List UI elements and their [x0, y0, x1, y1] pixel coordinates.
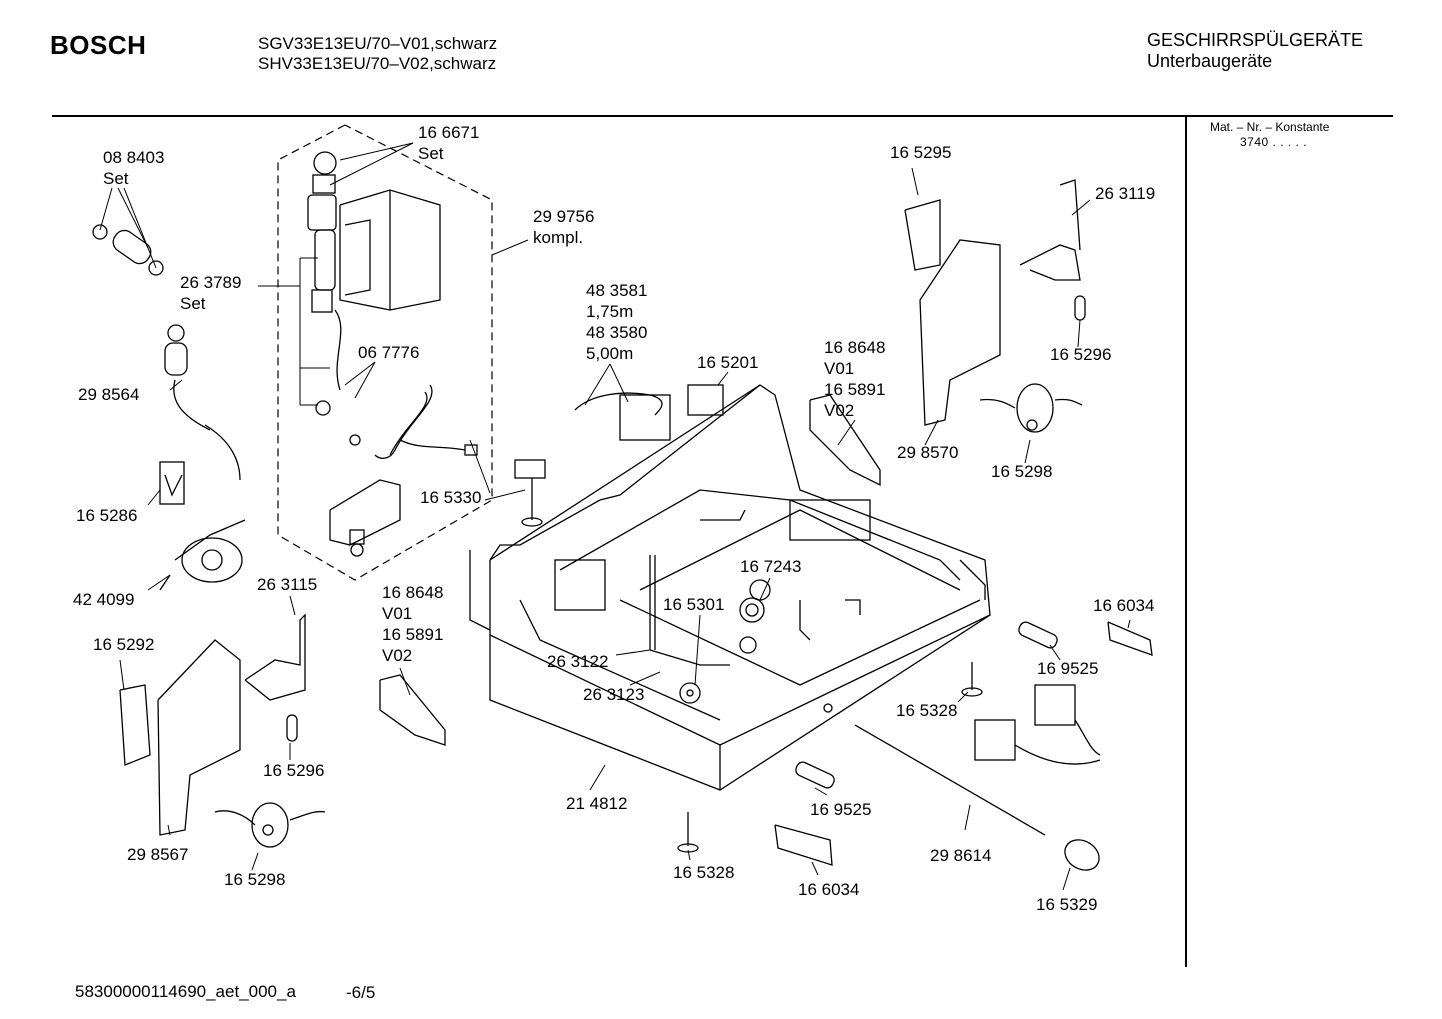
part-label: 16 5295 — [890, 143, 952, 162]
base-housing — [469, 384, 991, 791]
part-label: 16 5296 — [1050, 345, 1112, 364]
part-label: 16 5328 — [673, 863, 735, 882]
part-label: 16 6034 — [798, 880, 860, 899]
part-label: 16 5301 — [663, 595, 725, 614]
part-label: 26 3115 — [257, 575, 318, 594]
part-label: 29 8564 — [78, 385, 140, 404]
kit-outline — [277, 124, 493, 581]
part-label: 26 3119 — [1095, 184, 1156, 203]
part-label: 16 5286 — [76, 506, 138, 525]
part-label: 42 4099 — [73, 590, 135, 609]
model-line-2: SHV33E13EU/70–V02,schwarz — [258, 54, 497, 73]
side-panel-divider — [1185, 117, 1187, 967]
model-line-1: SGV33E13EU/70–V01,schwarz — [258, 34, 498, 53]
part-label: 16 5330 — [420, 488, 482, 507]
part-label: 16 9525 — [1037, 659, 1099, 678]
footer-doc-id: 58300000114690_aet_000_a — [75, 982, 296, 1001]
part-label: 29 8570 — [897, 443, 959, 462]
part-label: 21 4812 — [566, 794, 628, 813]
part-label: 16 5328 — [896, 701, 958, 720]
part-label: 29 8614 — [930, 846, 992, 865]
footer-page: -6/5 — [346, 983, 376, 1002]
side-panel-value: 3740 . . . . . — [1240, 135, 1308, 149]
part-label: 16 5329 — [1036, 895, 1098, 914]
part-label: 16 7243 — [740, 557, 802, 576]
category-subtitle: Unterbaugeräte — [1147, 51, 1273, 71]
part-label: 16 5201 — [697, 353, 759, 372]
part-label: 16 9525 — [810, 800, 872, 819]
right-parts — [379, 179, 1086, 746]
bottom-right-parts — [677, 621, 1153, 871]
part-label: 06 7776 — [358, 343, 420, 362]
part-label: 16 5292 — [93, 635, 155, 654]
part-label: 16 5298 — [991, 462, 1053, 481]
brand-logo: BOSCH — [50, 30, 147, 60]
part-label: 16 6034 — [1093, 596, 1155, 615]
part-label: 26 3122 — [547, 652, 609, 671]
side-panel-title: Mat. – Nr. – Konstante — [1210, 120, 1330, 134]
header-divider — [52, 115, 1393, 117]
category-title: GESCHIRRSPÜLGERÄTE — [1147, 30, 1364, 50]
left-parts — [92, 224, 326, 848]
leader-lines — [99, 142, 1131, 891]
valve-assembly — [307, 151, 478, 557]
part-label: 26 3123 — [583, 685, 645, 704]
part-label: 16 5298 — [224, 870, 286, 889]
part-label: 29 8567 — [127, 845, 189, 864]
part-label: 16 5296 — [263, 761, 325, 780]
